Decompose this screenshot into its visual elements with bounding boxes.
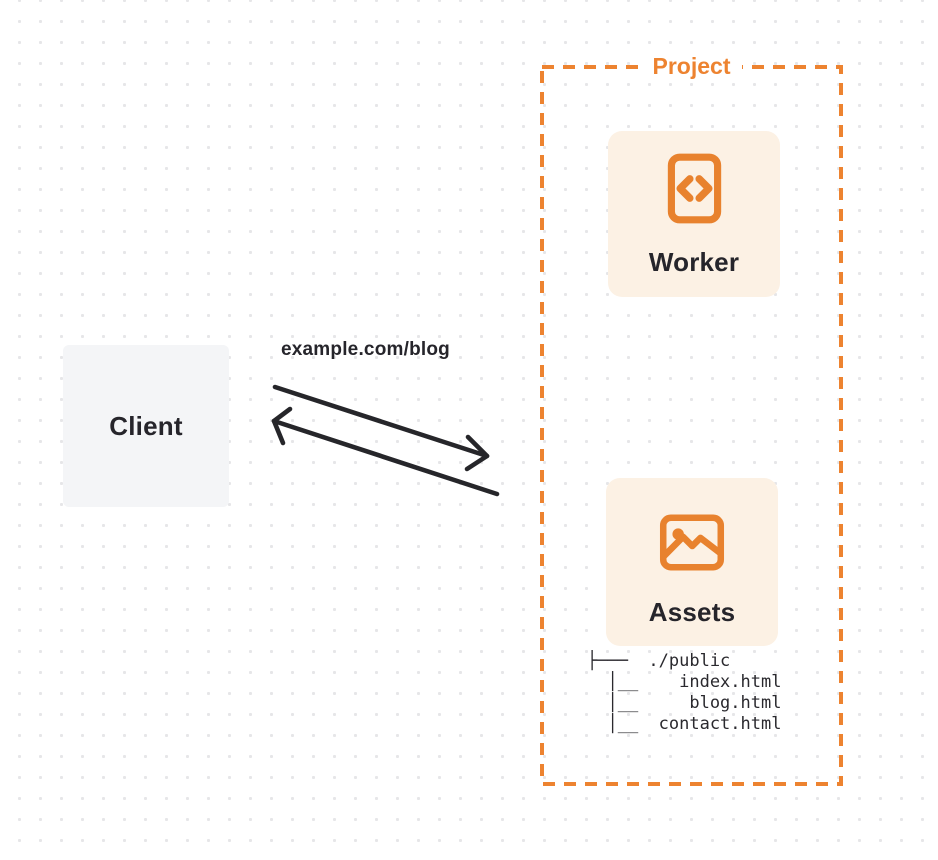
code-icon <box>667 153 721 224</box>
assets-node: Assets <box>606 478 778 646</box>
image-icon <box>659 514 725 571</box>
project-label: Project <box>640 52 743 80</box>
request-url-label: example.com/blog <box>281 339 450 360</box>
file-tree-item: │__ index.html <box>587 672 782 692</box>
assets-file-tree: ├─── ./public │__ index.html │__ blog.ht… <box>587 651 781 735</box>
file-tree-item: │__ blog.html <box>587 693 782 713</box>
client-node: Client <box>63 345 229 507</box>
file-tree-root: ├─── ./public <box>587 651 731 671</box>
assets-label: Assets <box>648 597 736 627</box>
worker-label: Worker <box>648 247 740 277</box>
project-container: Project Worker Assets ├─── ./public │__ … <box>540 52 843 786</box>
worker-node: Worker <box>608 131 780 297</box>
client-label: Client <box>109 410 183 441</box>
request-arrow <box>272 384 490 472</box>
request-response-arrows <box>271 384 500 497</box>
file-tree-item: │__ contact.html <box>587 714 782 734</box>
response-arrow <box>271 406 500 497</box>
